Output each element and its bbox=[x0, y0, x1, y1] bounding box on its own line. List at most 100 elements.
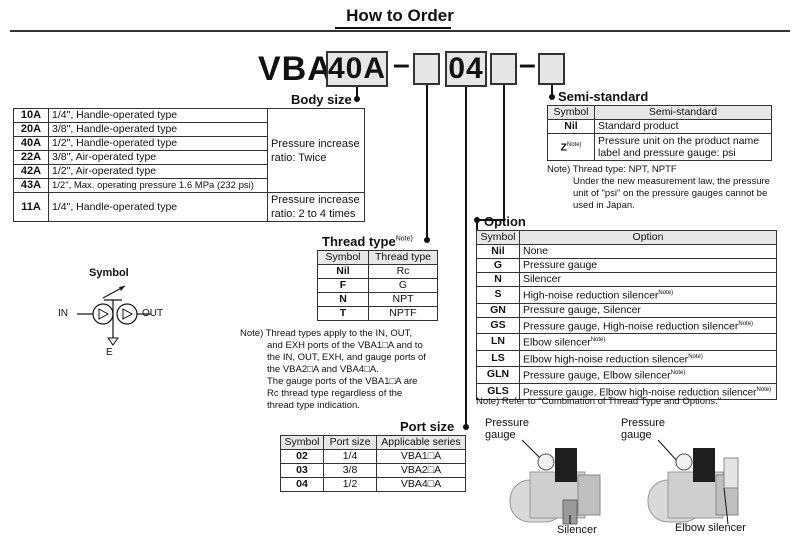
thread-symbol: Nil bbox=[317, 264, 369, 279]
option-table: Symbol Option Nil None G Pressure gauge … bbox=[476, 230, 777, 400]
note-line: the IN, OUT, EXH, and gauge ports of bbox=[267, 352, 426, 363]
semi-desc: Standard product bbox=[594, 119, 772, 134]
photo-left-label-silencer: Silencer bbox=[557, 524, 597, 536]
table-header: Port size bbox=[323, 435, 377, 450]
semi-standard-note: Note) Thread type: NPT, NPTF Under the n… bbox=[547, 164, 770, 212]
connector-port bbox=[465, 87, 467, 427]
option-symbol: Nil bbox=[476, 244, 520, 259]
table-header: Symbol bbox=[476, 230, 520, 245]
note-line: unit of "psi" on the pressure gauges can… bbox=[573, 188, 768, 199]
table-row: 22A 3/8", Air-operated type bbox=[13, 150, 365, 165]
table-row: N Silencer bbox=[476, 272, 777, 287]
option-symbol: N bbox=[476, 272, 520, 287]
option-note-mark: Note) bbox=[756, 386, 772, 393]
table-header: Option bbox=[519, 230, 777, 245]
semi-desc: Pressure unit on the product name label … bbox=[594, 133, 772, 161]
option-symbol: GLS bbox=[476, 382, 520, 400]
table-row: Nil Standard product bbox=[547, 119, 772, 134]
body-size-ratio-twice: Pressure increase ratio: Twice bbox=[267, 108, 365, 193]
thread-symbol: T bbox=[317, 306, 369, 321]
header-rule bbox=[10, 30, 790, 32]
table-header: Symbol bbox=[280, 435, 324, 450]
table-row: LN Elbow silencerNote) bbox=[476, 333, 777, 351]
semi-symbol: Nil bbox=[547, 119, 595, 134]
symbol-title: Symbol bbox=[89, 267, 129, 279]
port-series: VBA4□A bbox=[376, 477, 466, 492]
option-desc: Silencer bbox=[519, 272, 777, 287]
table-header: Applicable series bbox=[376, 435, 466, 450]
code-body-size-box: 40A bbox=[326, 51, 388, 87]
option-note-mark: Note) bbox=[590, 337, 606, 343]
option-desc-text: High-noise reduction silencer bbox=[523, 289, 659, 302]
photo-right-label-elbow-silencer: Elbow silencer bbox=[675, 522, 746, 534]
port-size-value: 3/8 bbox=[323, 463, 377, 478]
connector-semi bbox=[551, 85, 553, 97]
note-line: Note) Thread type: NPT, NPTF bbox=[547, 164, 677, 175]
option-desc: Pressure gauge, Silencer bbox=[519, 302, 777, 318]
semi-desc-line: Pressure unit on the product name bbox=[598, 135, 760, 147]
option-desc: Elbow silencerNote) bbox=[519, 333, 777, 351]
connector-body-size bbox=[356, 87, 358, 99]
thread-type-value: G bbox=[368, 278, 438, 293]
thread-type-value: NPTF bbox=[368, 306, 438, 321]
port-size-label: Port size bbox=[400, 419, 455, 434]
note-line: Under the new measurement law, the press… bbox=[573, 176, 770, 187]
body-size-desc: 1/2", Air-operated type bbox=[48, 164, 268, 179]
port-symbol: 04 bbox=[280, 477, 324, 492]
thread-type-value: NPT bbox=[368, 292, 438, 307]
thread-symbol: N bbox=[317, 292, 369, 307]
connector-option-v2 bbox=[476, 219, 478, 231]
table-header: Semi-standard bbox=[594, 105, 772, 120]
table-row: GLS Pressure gauge, Elbow high-noise red… bbox=[476, 382, 777, 400]
option-note-mark: Note) bbox=[688, 353, 703, 360]
note-line: thread type indication. bbox=[267, 400, 360, 411]
connector-dot bbox=[424, 237, 430, 243]
option-desc-text: Pressure gauge, Silencer bbox=[523, 303, 641, 316]
table-row: GLN Pressure gauge, Elbow silencerNote) bbox=[476, 366, 777, 384]
symbol-in-label: IN bbox=[58, 308, 68, 319]
table-row: G Pressure gauge bbox=[476, 258, 777, 273]
table-row: 11A 1/4", Handle-operated type Pressure … bbox=[13, 192, 365, 222]
option-note-mark: Note) bbox=[658, 290, 674, 296]
table-header: Symbol bbox=[547, 105, 595, 120]
code-thread-box bbox=[413, 53, 440, 85]
code-semi-standard-box bbox=[538, 53, 565, 85]
connector-dot bbox=[463, 424, 469, 430]
pneumatic-symbol-icon bbox=[77, 285, 151, 346]
product-photos-icon bbox=[509, 439, 739, 525]
note-line: used in Japan. bbox=[573, 200, 635, 211]
table-row: S High-noise reduction silencerNote) bbox=[476, 286, 777, 304]
body-size-symbol: 22A bbox=[13, 150, 49, 165]
thread-type-note: Note) Thread types apply to the IN, OUT,… bbox=[240, 328, 426, 412]
port-size-table: Symbol Port size Applicable series 02 1/… bbox=[280, 435, 466, 492]
option-desc-text: Pressure gauge bbox=[523, 259, 598, 271]
option-symbol: LN bbox=[476, 333, 520, 351]
semi-symbol-text: Z bbox=[560, 141, 567, 154]
body-size-desc: 3/8", Air-operated type bbox=[48, 150, 268, 165]
option-note: Note) Refer to "Combination of Thread Ty… bbox=[476, 396, 722, 407]
page-title: How to Order bbox=[346, 6, 454, 25]
option-desc-text: Pressure gauge, High-noise reduction sil… bbox=[523, 320, 739, 332]
table-row: T NPTF bbox=[317, 306, 438, 321]
option-symbol: GLN bbox=[476, 366, 520, 384]
connector-option-h bbox=[476, 219, 505, 221]
connector-option bbox=[503, 85, 505, 219]
thread-type-title: Thread type bbox=[322, 234, 396, 249]
port-size-value: 1/4 bbox=[323, 449, 377, 464]
table-row: 03 3/8 VBA2□A bbox=[280, 463, 466, 478]
table-row: Nil Rc bbox=[317, 264, 438, 279]
table-header: Symbol bbox=[317, 250, 369, 265]
table-header-row: Symbol Option bbox=[476, 230, 777, 245]
caption-line: gauge bbox=[621, 429, 652, 441]
semi-note-mark: Note) bbox=[566, 142, 582, 149]
option-note-mark: Note) bbox=[670, 370, 686, 376]
symbol-out-label: OUT bbox=[142, 308, 164, 319]
semi-desc-line: label and pressure gauge: psi bbox=[598, 147, 736, 159]
table-row: GS Pressure gauge, High-noise reduction … bbox=[476, 316, 777, 334]
table-row: 02 1/4 VBA1□A bbox=[280, 449, 466, 464]
body-size-label: Body size bbox=[291, 92, 352, 107]
port-size-value: 1/2 bbox=[323, 477, 377, 492]
option-desc: Pressure gauge, Elbow silencerNote) bbox=[519, 366, 777, 384]
table-header: Thread type bbox=[368, 250, 438, 265]
port-series: VBA2□A bbox=[376, 463, 466, 478]
